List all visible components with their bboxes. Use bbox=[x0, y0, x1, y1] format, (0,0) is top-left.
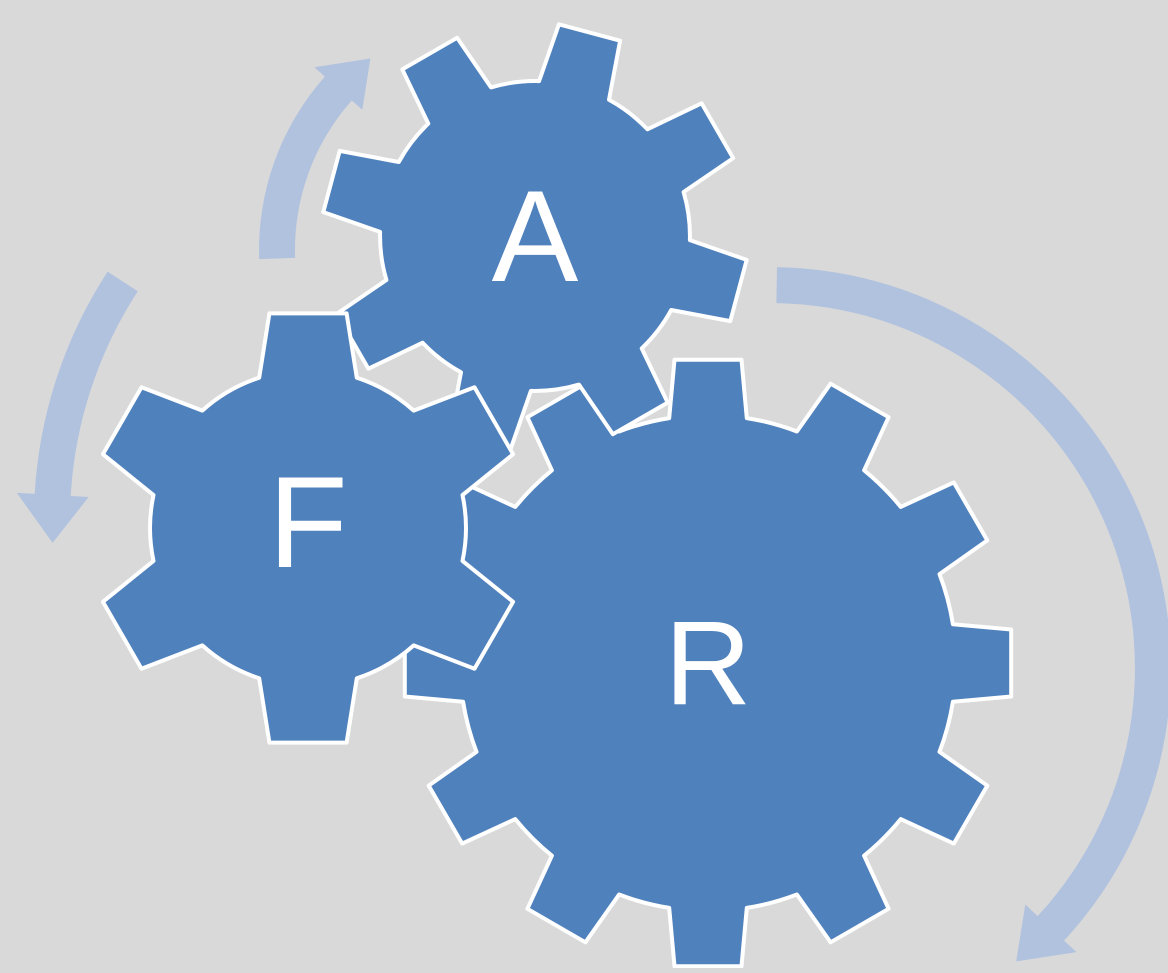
arrow-right bbox=[776, 267, 1168, 962]
arrow-left bbox=[16, 271, 138, 543]
gear-r-label: R bbox=[665, 596, 752, 730]
gear-f-shape bbox=[100, 311, 516, 745]
gears: R A F bbox=[100, 22, 1014, 969]
gear-r: R bbox=[402, 357, 1014, 969]
arrow-top-left-shape bbox=[259, 58, 371, 260]
gear-f-label: F bbox=[268, 449, 347, 595]
cycle-arrows bbox=[16, 58, 1168, 962]
arrow-left-shape bbox=[16, 271, 138, 543]
gear-a: A bbox=[321, 22, 749, 450]
arrow-right-shape bbox=[776, 267, 1168, 962]
gear-a-shape bbox=[321, 22, 749, 450]
arrow-top-left bbox=[259, 58, 371, 260]
gear-f: F bbox=[100, 311, 516, 745]
gear-a-label: A bbox=[492, 163, 579, 309]
